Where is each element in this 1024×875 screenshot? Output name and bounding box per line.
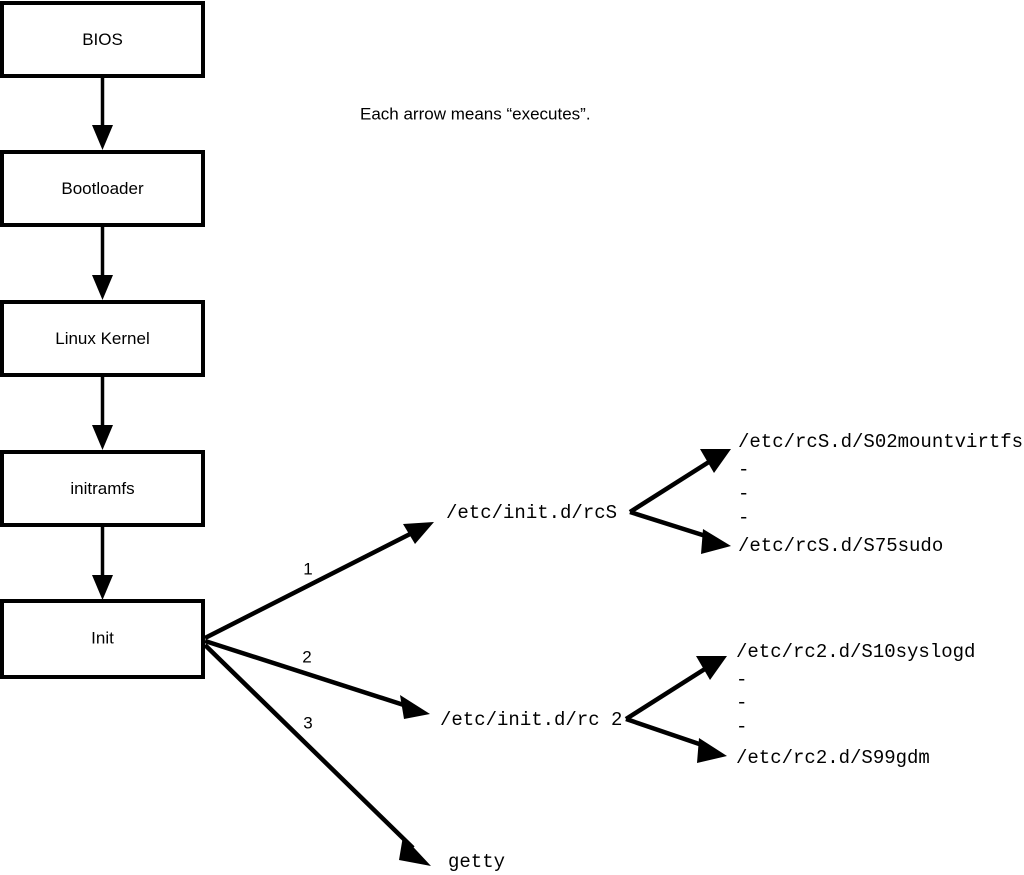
edge-bios-to-bootloader — [92, 76, 113, 150]
node-linux-kernel[interactable]: Linux Kernel — [0, 300, 205, 377]
edge-kernel-initramfs-arrowhead — [92, 425, 113, 450]
node-initramfs[interactable]: initramfs — [0, 450, 205, 527]
edge-init-branch-3-line — [203, 643, 415, 850]
edge-rc2-to-last-script — [625, 716, 727, 763]
label-rcs-first-script[interactable]: /etc/rcS.d/S02mountvirtfs — [738, 431, 1023, 453]
edge-init-branch-3-number: 3 — [303, 713, 312, 732]
edge-rcs-last-line — [629, 509, 713, 541]
edge-init-branch-3-arrowhead — [399, 836, 431, 866]
node-linux-kernel-label: Linux Kernel — [55, 329, 150, 348]
label-getty[interactable]: getty — [448, 851, 505, 873]
edge-rcs-first-line — [628, 458, 714, 514]
label-rc2-first-script[interactable]: /etc/rc2.d/S10syslogd — [736, 641, 975, 663]
edge-init-branch-2-line — [204, 638, 411, 710]
node-linux-kernel-rect — [0, 300, 205, 377]
edge-init-branch-3: 3 — [203, 643, 431, 866]
node-init-label: Init — [91, 628, 114, 647]
edge-rcs-to-last-script — [629, 509, 731, 554]
edge-bootloader-kernel-arrowhead — [92, 275, 113, 300]
node-initramfs-label: initramfs — [70, 479, 134, 498]
edge-rc2-first-arrowhead — [696, 656, 727, 680]
rcs-ellipsis-dash-2: - — [738, 483, 749, 505]
edge-kernel-to-initramfs — [92, 375, 113, 450]
label-init-d-rc-2[interactable]: /etc/init.d/rc 2 — [440, 709, 622, 731]
edge-init-branch-1: 1 — [203, 522, 434, 641]
edge-init-branch-2-number: 2 — [302, 647, 311, 666]
edge-initramfs-init-arrowhead — [92, 575, 113, 600]
edge-bios-bootloader-arrowhead — [92, 125, 113, 150]
node-init-rect — [0, 599, 205, 679]
edge-init-branch-1-number: 1 — [303, 559, 312, 578]
rcs-ellipsis-dash-1: - — [738, 459, 749, 481]
node-bios-rect — [0, 1, 205, 78]
node-bootloader-label: Bootloader — [61, 179, 144, 198]
label-init-d-rcs[interactable]: /etc/init.d/rcS — [446, 502, 617, 524]
rcs-ellipsis-dash-3: - — [738, 507, 749, 529]
node-bootloader-rect — [0, 150, 205, 227]
edge-rcs-first-arrowhead — [700, 449, 731, 473]
edge-init-branch-2: 2 — [204, 638, 430, 719]
node-init[interactable]: Init — [0, 599, 205, 679]
rc2-ellipsis-dash-3: - — [736, 716, 747, 738]
edge-bootloader-to-kernel — [92, 225, 113, 300]
rc2-ellipsis-dash-1: - — [736, 669, 747, 691]
edge-init-branch-1-line — [203, 528, 418, 641]
edge-rc2-to-first-script — [624, 656, 727, 721]
edge-initramfs-to-init — [92, 525, 113, 600]
rc2-ellipsis-dash-2: - — [736, 692, 747, 714]
edge-init-branch-2-arrowhead — [400, 695, 430, 719]
label-rcs-last-script[interactable]: /etc/rcS.d/S75sudo — [738, 535, 943, 557]
edge-rc2-last-arrowhead — [697, 738, 727, 763]
diagram-caption: Each arrow means “executes”. — [360, 104, 591, 123]
edge-init-branch-1-arrowhead — [403, 522, 434, 544]
node-bios-label: BIOS — [82, 30, 123, 49]
node-bios[interactable]: BIOS — [0, 1, 205, 78]
edge-rc2-last-line — [625, 716, 709, 750]
edge-rcs-to-first-script — [628, 449, 731, 514]
label-rc2-last-script[interactable]: /etc/rc2.d/S99gdm — [736, 747, 930, 769]
edge-rc2-first-line — [624, 665, 710, 721]
edge-rcs-last-arrowhead — [701, 529, 731, 554]
node-bootloader[interactable]: Bootloader — [0, 150, 205, 227]
